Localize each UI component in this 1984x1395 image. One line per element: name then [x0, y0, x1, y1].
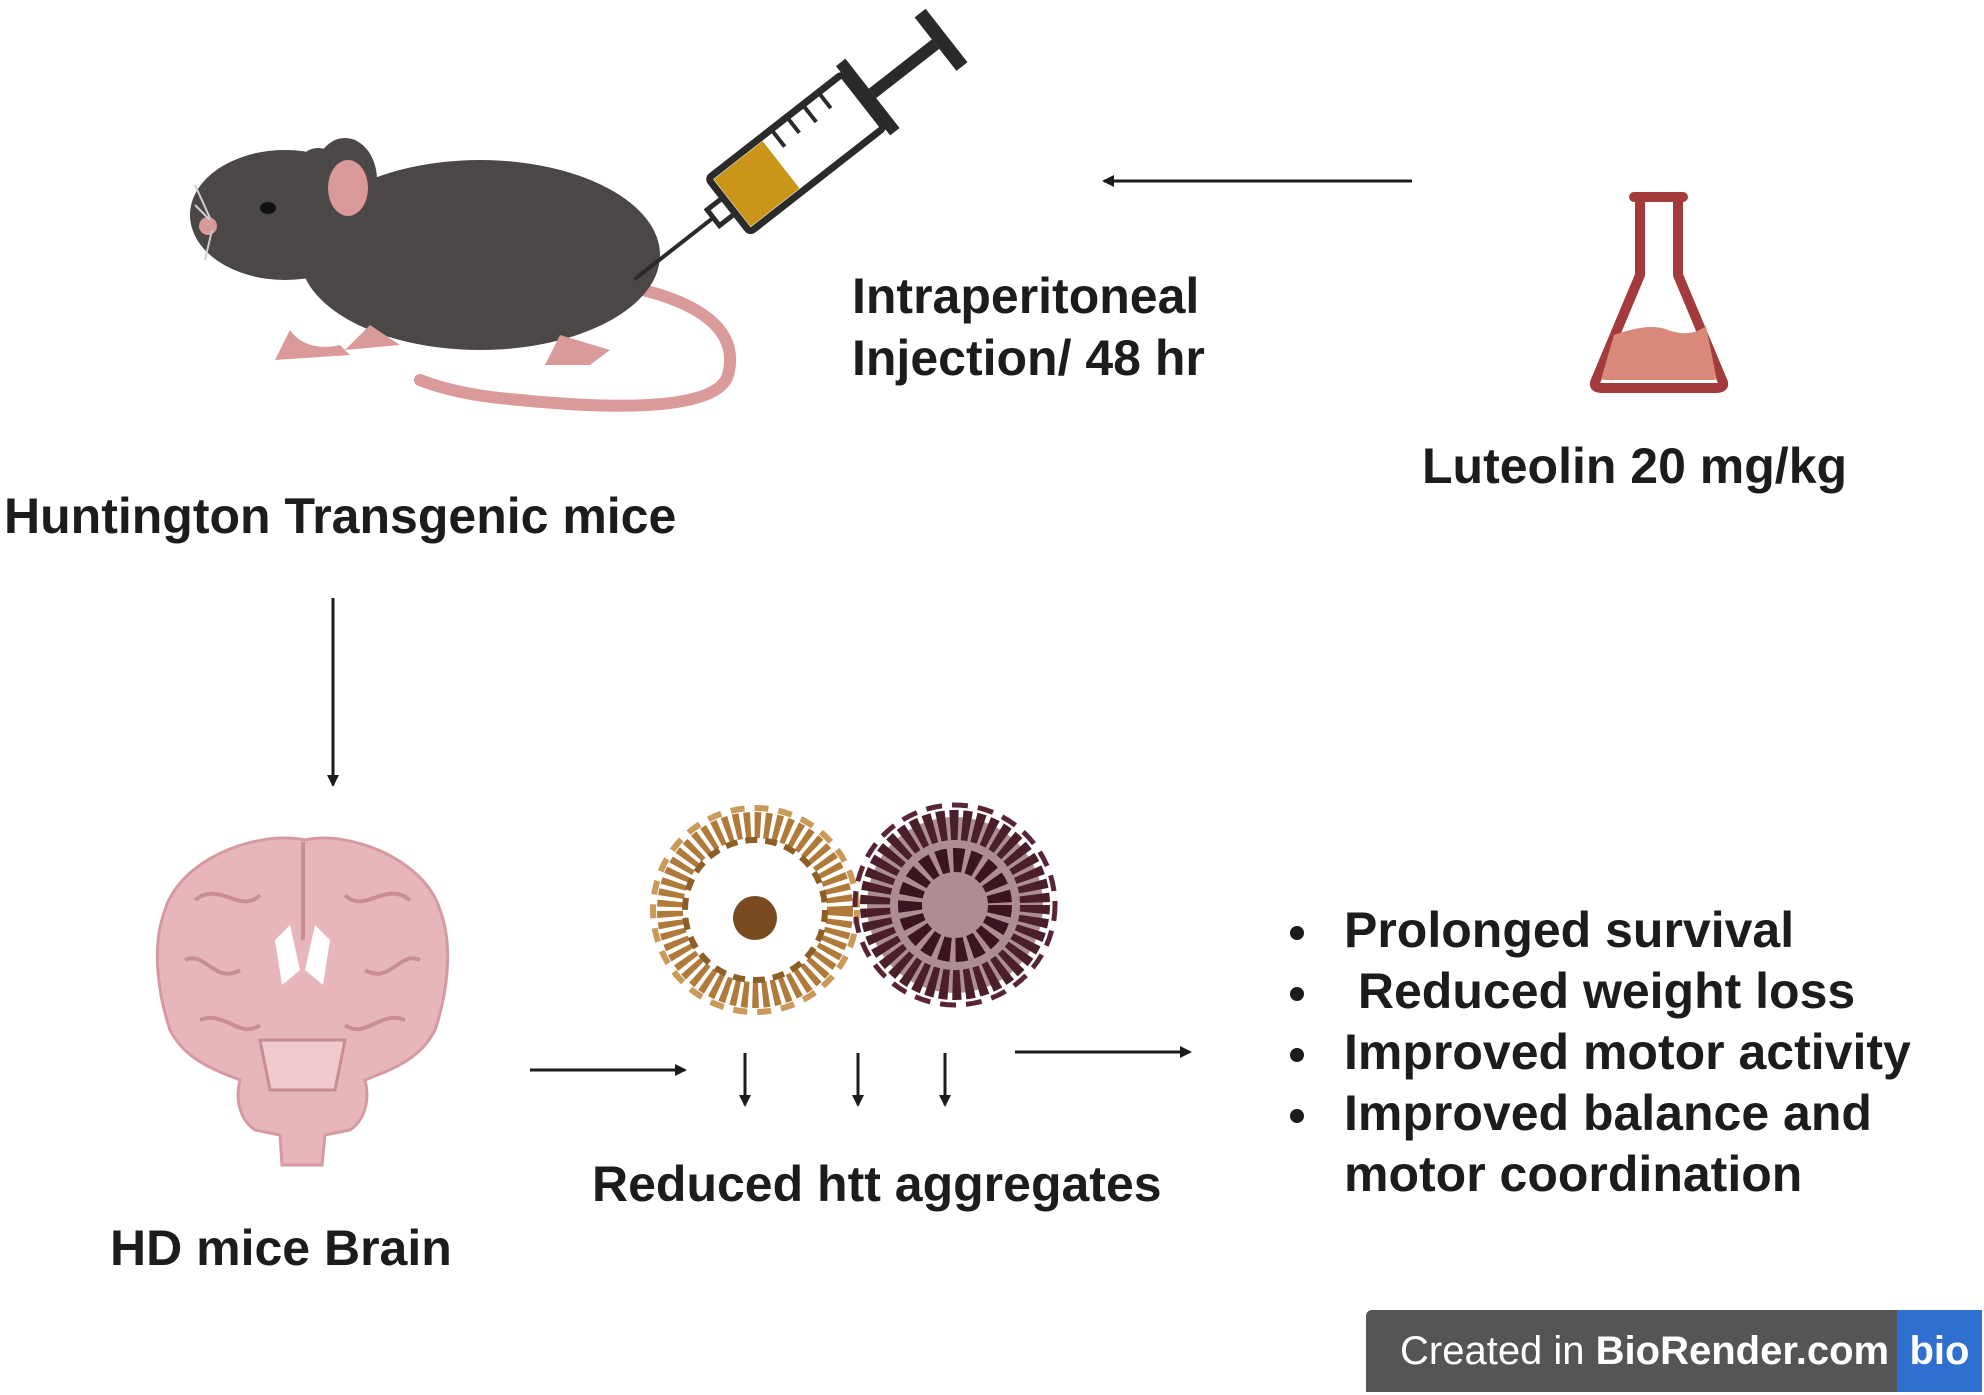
biorender-logo-icon: bio [1897, 1310, 1982, 1392]
brain-label: HD mice Brain [110, 1220, 452, 1276]
list-item-continuation: motor coordination [1344, 1146, 1803, 1202]
injection-label-line2: Injection/ 48 hr [852, 330, 1205, 386]
injection-label-line1: Intraperitoneal [852, 268, 1200, 324]
mice-label: Huntington Transgenic mice [4, 488, 677, 544]
syringe-icon [633, 8, 968, 281]
list-item: Improved balance and [1282, 1083, 1911, 1144]
list-item: Improved motor activity [1282, 1022, 1911, 1083]
biorender-badge-text: Created in BioRender.com [1400, 1329, 1890, 1373]
list-item: Reduced weight loss [1282, 961, 1911, 1022]
mouse-icon [190, 138, 736, 412]
bullet-icon [1290, 1109, 1304, 1123]
flask-icon [1589, 192, 1729, 393]
drug-label: Luteolin 20 mg/kg [1422, 438, 1848, 494]
biorender-badge [1366, 1310, 1982, 1392]
bullet-icon [1290, 926, 1304, 940]
fibril-aggregate-icon [852, 802, 1058, 1008]
bullet-icon [1290, 987, 1304, 1001]
fibril-aggregate-icon [650, 805, 860, 1015]
brain-icon [155, 836, 450, 1167]
list-item: Prolonged survival [1282, 900, 1911, 961]
bullet-icon [1290, 1048, 1304, 1062]
outcome-list: Prolonged survival Reduced weight loss I… [1282, 900, 1911, 1205]
aggregates-label: Reduced htt aggregates [592, 1156, 1162, 1212]
